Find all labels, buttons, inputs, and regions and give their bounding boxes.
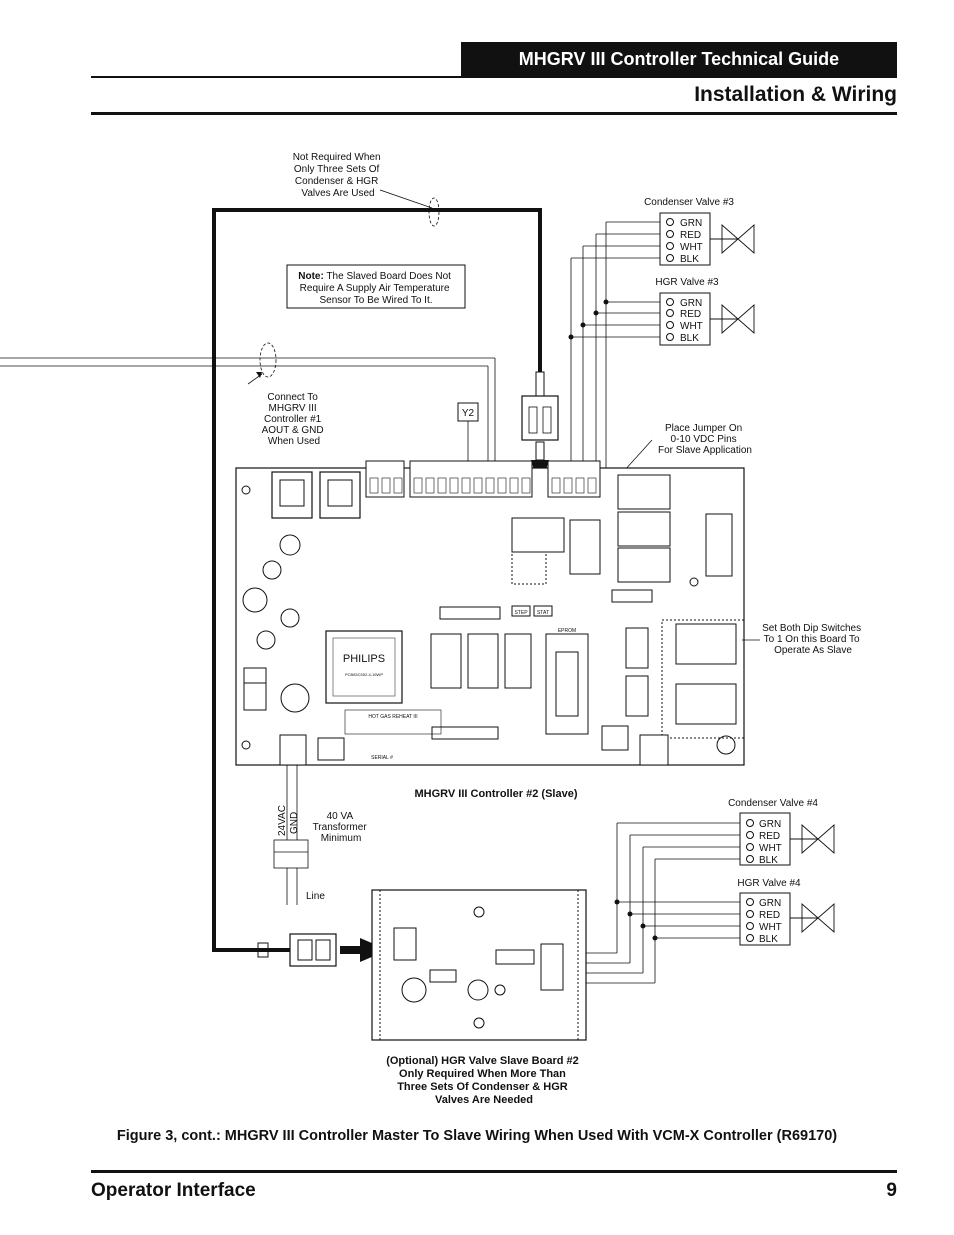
processor-brand: PHILIPS (343, 653, 385, 665)
hgr-valve-3-terminals (666, 298, 674, 341)
figure-caption: Figure 3, cont.: MHGRV III Controller Ma… (116, 1128, 838, 1144)
valve-symbol-icon (710, 224, 755, 254)
connect-note: Connect To MHGRV III Controller #1 AOUT … (262, 392, 327, 447)
hgr-valve-3-wires: GRN RED WHT BLK (680, 298, 705, 344)
not-required-note: Not Required When Only Three Sets Of Con… (293, 152, 384, 199)
slave-board (371, 889, 587, 1041)
stat-label: STAT (537, 610, 549, 616)
valve-symbol-icon (790, 903, 835, 933)
hot-gas-label: HOT GAS REHEAT III (368, 714, 417, 720)
condenser-valve-4-title: Condenser Valve #4 (728, 798, 818, 809)
condenser-valve-3-title: Condenser Valve #3 (644, 197, 734, 208)
footer-section: Operator Interface (91, 1180, 256, 1201)
vac-label: 24VAC (277, 805, 288, 836)
gnd-label: GND (289, 812, 300, 834)
eprom-label: EPROM (558, 628, 576, 634)
valve-symbol-icon (710, 304, 755, 334)
hgr-valve-4-title: HGR Valve #4 (737, 878, 801, 889)
controller-board: PHILIPS PCB83C552-4-16WP EPROM HOT GAS R… (235, 460, 745, 766)
guide-title-banner: MHGRV III Controller Technical Guide (461, 42, 897, 76)
y2-label: Y2 (462, 408, 475, 419)
svg-text:PCB83C552-4-16WP: PCB83C552-4-16WP (345, 672, 383, 677)
hgr-valve-4-wires: GRN RED WHT BLK (759, 898, 784, 945)
controller-label: MHGRV III Controller #2 (Slave) (414, 788, 577, 800)
page-number: 9 (886, 1180, 897, 1201)
slaved-board-note: Note: The Slaved Board Does Not Require … (298, 271, 453, 306)
step-label: STEP (514, 610, 528, 616)
hgr-valve-4-terminals (746, 898, 754, 942)
condenser-valve-4-wires: GRN RED WHT BLK (759, 819, 784, 866)
section-title: Installation & Wiring (694, 83, 897, 106)
header-rule-bottom (91, 112, 897, 115)
jumper-note: Place Jumper On 0-10 VDC Pins For Slave … (658, 423, 752, 456)
hgr-valve-3-title: HGR Valve #3 (655, 277, 719, 288)
dip-switch-note: Set Both Dip Switches To 1 On this Board… (762, 623, 864, 656)
serial-label: SERIAL # (371, 755, 393, 761)
condenser-valve-3-wires: GRN RED WHT BLK (680, 218, 705, 265)
condenser-valve-3-terminals (666, 218, 674, 262)
valve-symbol-icon (790, 824, 835, 854)
transformer-note: 40 VA Transformer Minimum (313, 811, 370, 844)
line-label: Line (306, 891, 325, 902)
footer-rule (91, 1170, 897, 1173)
condenser-valve-4-terminals (746, 819, 754, 863)
header-rule (91, 76, 897, 78)
slave-board-label: (Optional) HGR Valve Slave Board #2 Only… (386, 1055, 582, 1106)
